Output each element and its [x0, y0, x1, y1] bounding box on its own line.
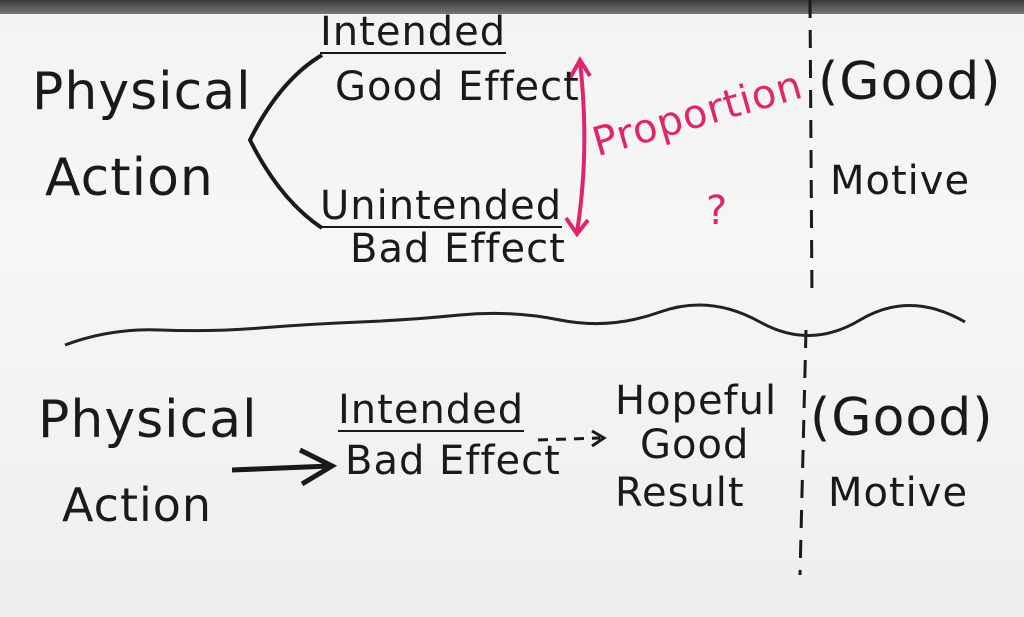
divider-top [808, 0, 814, 301]
bottom-effect-line2: Bad Effect [345, 438, 561, 484]
whiteboard-frame [0, 0, 1024, 14]
bottom-result-line2: Good [640, 422, 750, 468]
bottom-action-line2: Action [62, 478, 213, 532]
bottom-action-line1: Physical [38, 390, 258, 450]
top-action-line2: Action [45, 148, 214, 208]
top-motive: Motive [830, 158, 971, 204]
bottom-motive-qualifier: (Good) [810, 388, 994, 448]
top-motive-qualifier: (Good) [818, 52, 1002, 112]
bottom-motive: Motive [828, 470, 969, 516]
bracket [247, 53, 324, 230]
bottom-result-line1: Hopeful [615, 378, 778, 424]
top-effect2-line2: Bad Effect [350, 226, 566, 272]
top-effect1-line1: Intended [320, 9, 507, 55]
top-effect2-line1: Unintended [320, 183, 563, 229]
question-mark: ? [706, 188, 729, 234]
wavy-separator [64, 303, 966, 347]
dashed-arrow [537, 429, 607, 448]
top-action-line1: Physical [32, 62, 252, 122]
proportion-arrow [564, 56, 592, 238]
bottom-effect-line1: Intended [338, 387, 525, 433]
top-effect1-line2: Good Effect [335, 64, 580, 110]
solid-arrow [231, 447, 338, 487]
bottom-result-line3: Result [615, 470, 745, 516]
divider-bottom [798, 329, 808, 576]
